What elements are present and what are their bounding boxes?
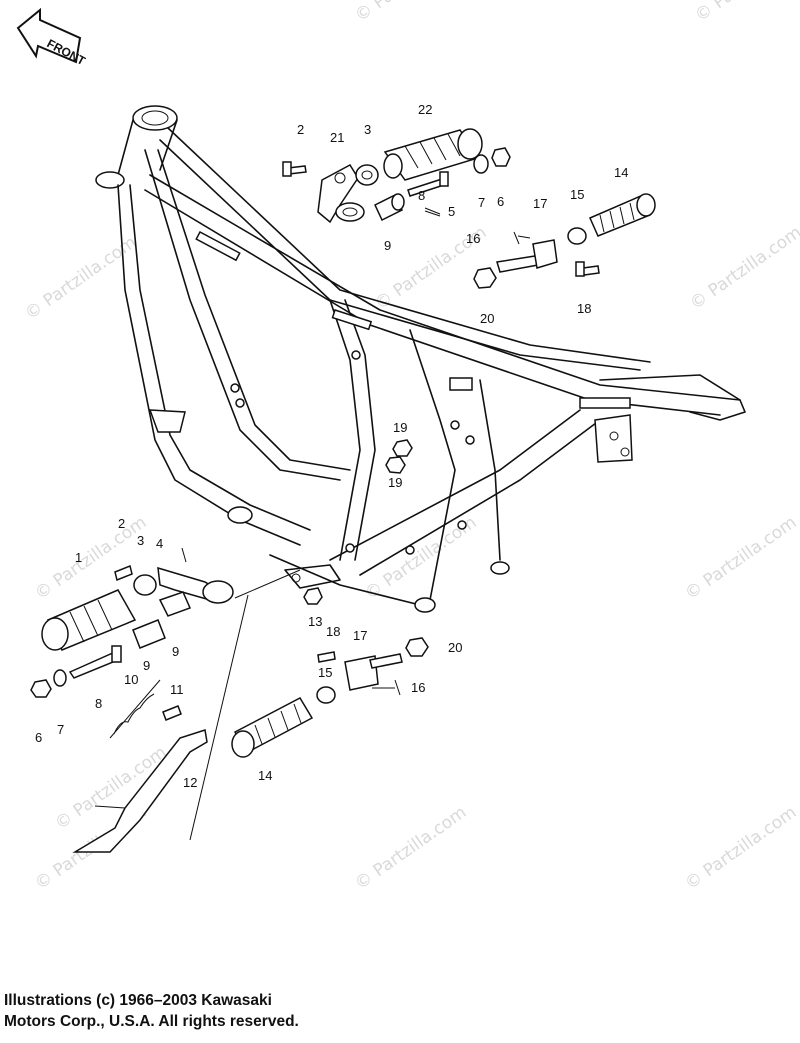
callout-20-lower: 20 — [448, 640, 462, 655]
callout-3-upper: 3 — [364, 122, 371, 137]
callout-16-upper: 16 — [466, 231, 480, 246]
watermark-text: © Partzilla.com — [31, 512, 150, 604]
callout-13: 13 — [308, 614, 322, 629]
callout-7-upper: 7 — [478, 195, 485, 210]
copyright-line-2: Motors Corp., U.S.A. All rights reserved… — [4, 1013, 299, 1030]
callout-16-lower: 16 — [411, 680, 425, 695]
callout-5: 5 — [448, 204, 455, 219]
callout-2-upper: 2 — [297, 122, 304, 137]
callout-22: 22 — [418, 102, 432, 117]
callout-20-upper: 20 — [480, 311, 494, 326]
left-footrest-and-stand — [30, 547, 429, 853]
watermark-text: © Partzilla.com — [691, 0, 800, 26]
callout-11: 11 — [170, 682, 184, 697]
callout-17-upper: 17 — [533, 196, 547, 211]
callout-21: 21 — [330, 130, 344, 145]
watermark-text: © Partzilla.com — [681, 802, 800, 894]
leader-lines — [189, 235, 531, 841]
callout-10: 10 — [124, 672, 138, 687]
callout-15-upper: 15 — [570, 187, 584, 202]
callout-14-upper: 14 — [614, 165, 628, 180]
copyright-notice: Illustrations (c) 1966–2003 Kawasaki Mot… — [4, 990, 564, 1032]
front-arrow-icon: FRONT — [16, 7, 88, 68]
callout-6-lower: 6 — [35, 730, 42, 745]
right-footrest-assembly — [282, 128, 656, 474]
callout-19-upper: 19 — [393, 420, 407, 435]
callout-9-lower-a: 9 — [143, 658, 150, 673]
copyright-line-1: Illustrations (c) 1966–2003 Kawasaki — [4, 992, 272, 1009]
callout-14-lower: 14 — [258, 768, 272, 783]
callout-9-lower-b: 9 — [172, 644, 179, 659]
callout-6-upper: 6 — [497, 194, 504, 209]
watermark-text: © Partzilla.com — [351, 0, 470, 26]
callout-1: 1 — [75, 550, 82, 565]
watermark-text: © Partzilla.com — [351, 802, 470, 894]
callout-2-lower: 2 — [118, 516, 125, 531]
callout-8-lower: 8 — [95, 696, 102, 711]
callout-17-lower: 17 — [353, 628, 367, 643]
callout-15-lower: 15 — [318, 665, 332, 680]
callout-9-upper: 9 — [384, 238, 391, 253]
callout-18-lower: 18 — [326, 624, 340, 639]
callout-4: 4 — [156, 536, 163, 551]
callout-18-upper: 18 — [577, 301, 591, 316]
callout-12: 12 — [183, 775, 197, 790]
watermark-text: © Partzilla.com — [686, 222, 800, 314]
callout-labels: 1 2 2 3 3 4 5 6 6 7 7 8 8 9 9 9 10 11 12… — [35, 102, 628, 790]
callout-8-upper: 8 — [418, 188, 425, 203]
callout-7-lower: 7 — [57, 722, 64, 737]
callout-19-lower: 19 — [388, 475, 402, 490]
callout-3-lower: 3 — [137, 533, 144, 548]
watermark-text: © Partzilla.com — [681, 512, 800, 604]
motorcycle-frame — [95, 105, 746, 613]
